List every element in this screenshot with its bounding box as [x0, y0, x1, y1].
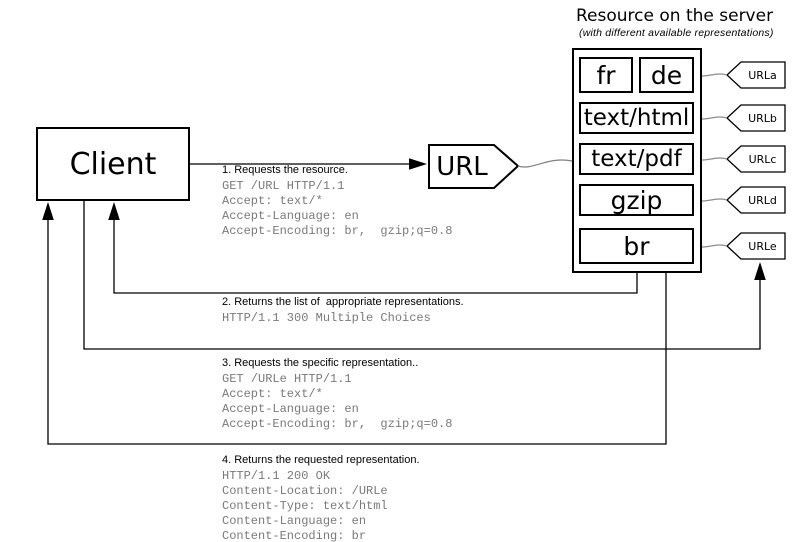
message-4-line: Content-Language: en: [222, 514, 367, 528]
url-tag-shape-urlb: [726, 104, 786, 132]
url-tag-label-urlb: URLb: [748, 111, 777, 125]
representation-cell-de: de: [639, 57, 694, 93]
client-label: Client: [69, 146, 157, 182]
message-3-line: GET /URLe HTTP/1.1: [222, 372, 352, 386]
message-1-heading: 1. Requests the resource.: [222, 164, 348, 176]
message-4-line: Content-Type: text/html: [222, 499, 388, 513]
url-node-shape: [428, 144, 520, 189]
url-tag-label-urld: URLd: [748, 193, 777, 207]
representation-cell-br: br: [579, 228, 694, 264]
url-tag-shape-urld: [726, 186, 786, 214]
url-tag-label-urlc: URLc: [748, 152, 777, 166]
request-1-arrowhead: [409, 158, 427, 170]
message-3-line: Accept-Language: en: [222, 402, 359, 416]
url-tag-label-urla: URLa: [748, 68, 777, 82]
message-1-line: Accept-Encoding: br, gzip;q=0.8: [222, 224, 453, 238]
representation-cell-fr: fr: [579, 57, 633, 93]
message-2-line: HTTP/1.1 300 Multiple Choices: [222, 311, 431, 325]
response-4-arrowhead: [42, 202, 54, 220]
url-tag-label-urle: URLe: [748, 239, 777, 253]
message-block-1: 1. Requests the resource. GET /URL HTTP/…: [222, 163, 452, 239]
response-4-line: [47, 220, 667, 445]
server-title: Resource on the server: [576, 6, 774, 26]
message-4-line: HTTP/1.1 200 OK: [222, 469, 331, 483]
server-subtitle: (with different available representation…: [579, 27, 774, 39]
url-tag-shape-urle: [726, 232, 786, 260]
representation-cell-text-pdf: text/pdf: [579, 143, 694, 175]
message-3-heading: 3. Requests the specific representation.…: [222, 357, 419, 369]
request-3-line: [83, 201, 761, 350]
representation-cell-gzip: gzip: [579, 184, 694, 216]
message-block-4: 4. Returns the requested representation.…: [222, 453, 420, 542]
message-4-line: Content-Encoding: br: [222, 529, 367, 542]
url-tag-shape-urla: [726, 61, 786, 89]
url-tag-shape-urlc: [726, 145, 786, 173]
message-4-heading: 4. Returns the requested representation.: [222, 454, 420, 466]
url-node-label: URL: [436, 151, 488, 182]
message-3-line: Accept-Encoding: br, gzip;q=0.8: [222, 417, 453, 431]
message-1-line: GET /URL HTTP/1.1: [222, 179, 345, 193]
client-node: Client: [36, 127, 190, 201]
response-2-line: [113, 220, 638, 294]
message-1-line: Accept-Language: en: [222, 209, 359, 223]
message-2-heading: 2. Returns the list of appropriate repre…: [222, 296, 464, 308]
message-1-line: Accept: text/*: [222, 194, 323, 208]
message-4-line: Content-Location: /URLe: [222, 484, 388, 498]
response-2-arrowhead: [108, 202, 120, 220]
representation-cell-text-html: text/html: [579, 102, 694, 134]
message-block-3: 3. Requests the specific representation.…: [222, 356, 452, 432]
server-title-block: Resource on the server (with different a…: [576, 6, 798, 40]
url-server-connector: [517, 159, 573, 168]
message-block-2: 2. Returns the list of appropriate repre…: [222, 295, 464, 326]
request-3-arrowhead: [754, 262, 766, 280]
message-3-line: Accept: text/*: [222, 387, 323, 401]
